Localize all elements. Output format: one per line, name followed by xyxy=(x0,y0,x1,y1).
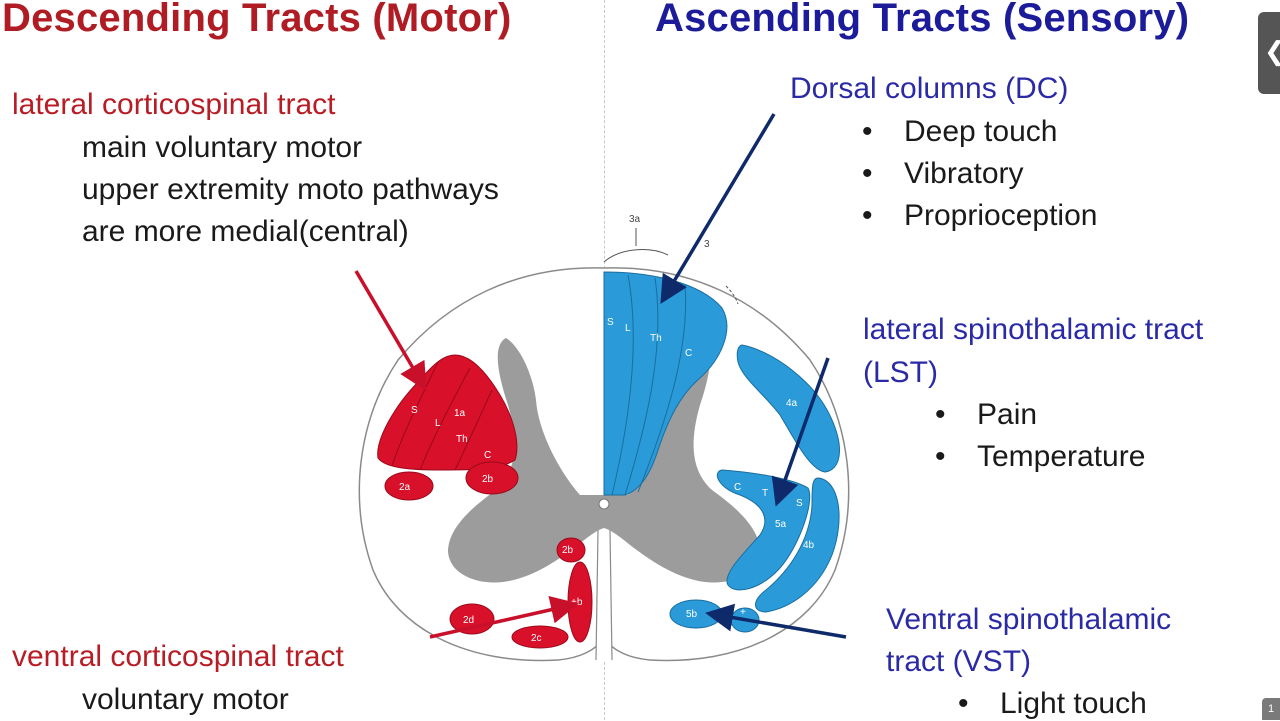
arrow-dorsal-columns xyxy=(660,113,776,305)
mark-3a: 3a xyxy=(629,214,641,225)
dc-bullet-vibratory: Vibratory xyxy=(862,157,1023,191)
tract-label-plus-b: +b xyxy=(571,597,583,608)
tract-2c xyxy=(511,625,569,649)
chevron-left-icon: ❮ xyxy=(1264,36,1280,67)
tract-label-4a: 4a xyxy=(786,398,798,409)
lst-bullet-temperature: Temperature xyxy=(935,440,1146,474)
lateral-description-line-3: are more medial(central) xyxy=(82,215,409,248)
tract-label-2d: 2d xyxy=(463,615,474,626)
tract-label-t: T xyxy=(762,488,768,499)
anterior-median-fissure xyxy=(595,524,613,661)
tract-label-2b-upper: 2b xyxy=(482,474,494,485)
label-dorsal-columns: Dorsal columns (DC) xyxy=(790,72,1069,105)
tract-label-2c: 2c xyxy=(531,633,542,644)
tract-label-5a: 5a xyxy=(775,519,787,530)
arrow-ventral-corticospinal xyxy=(429,595,579,639)
label-ventral-corticospinal-tract: ventral corticospinal tract xyxy=(12,640,344,673)
lateral-description-line-2: upper extremity moto pathways xyxy=(82,173,499,206)
dc-label-c: C xyxy=(685,348,692,359)
mark-3: 3 xyxy=(704,239,710,250)
tract-4b xyxy=(755,477,840,613)
dc-bullet-proprioception: Proprioception xyxy=(862,199,1098,233)
tract-label-5b: 5b xyxy=(686,609,698,620)
tract-label-2b-lower: 2b xyxy=(562,545,574,556)
tract-label-plus: + xyxy=(740,607,746,618)
tract-label-4b: 4b xyxy=(803,540,815,551)
lct-label-1a: 1a xyxy=(454,408,466,419)
label-vst-line-2: tract (VST) xyxy=(886,645,1032,678)
lateral-description-line-1: main voluntary motor xyxy=(82,131,363,164)
tract-label-c: C xyxy=(734,482,741,493)
dc-bullet-deep-touch: Deep touch xyxy=(862,115,1058,149)
side-panel-tab[interactable]: ❮ xyxy=(1258,12,1280,94)
gray-matter xyxy=(448,268,760,583)
lct-label-s: S xyxy=(411,405,418,416)
title-ascending-tracts: Ascending Tracts (Sensory) xyxy=(655,0,1190,40)
dc-label-th: Th xyxy=(650,333,662,344)
central-canal xyxy=(598,498,610,510)
tract-2b-lower xyxy=(556,537,586,563)
tract-label-s: S xyxy=(796,498,803,509)
tract-label-2a: 2a xyxy=(399,482,411,493)
ventral-description-line-1: voluntary motor xyxy=(82,683,289,716)
dc-label-s: S xyxy=(607,317,614,328)
label-lst-line-2: (LST) xyxy=(863,356,938,389)
arrow-vst xyxy=(705,603,847,639)
arrow-lst xyxy=(771,357,830,507)
page-badge: 1 xyxy=(1262,698,1280,720)
label-lst-line-1: lateral spinothalamic tract xyxy=(863,313,1204,346)
lst-bullet-pain: Pain xyxy=(935,398,1037,432)
lct-label-l: L xyxy=(435,418,441,429)
arrow-lateral-corticospinal xyxy=(354,270,427,392)
label-vst-line-1: Ventral spinothalamic xyxy=(886,603,1172,636)
tract-2a xyxy=(384,471,434,501)
tract-4a xyxy=(736,344,840,473)
lct-label-c: C xyxy=(484,450,491,461)
tract-2b-upper xyxy=(465,461,519,495)
lct-label-th: Th xyxy=(456,434,468,445)
label-lateral-corticospinal-tract: lateral corticospinal tract xyxy=(12,88,336,121)
dc-label-l: L xyxy=(625,323,631,334)
title-descending-tracts: Descending Tracts (Motor) xyxy=(2,0,512,40)
vst-bullet-light-touch: Light touch xyxy=(958,687,1147,721)
